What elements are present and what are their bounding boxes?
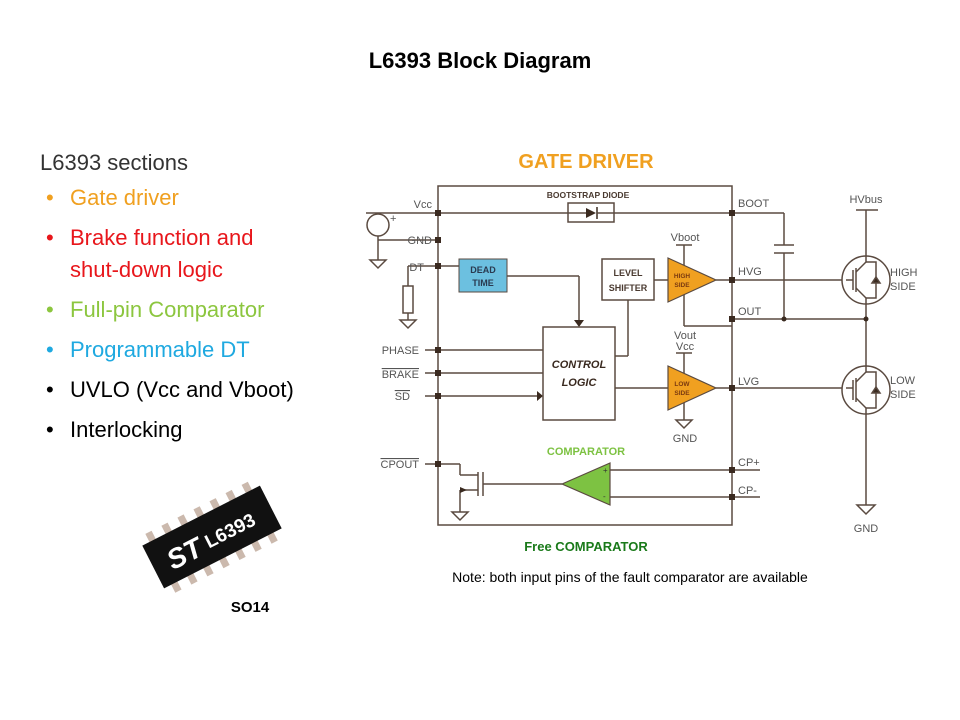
section-item: •Full-pin Comparator: [46, 297, 265, 322]
free-comparator-label: Free COMPARATOR: [524, 539, 648, 554]
high-side-igbt-icon: [841, 255, 891, 305]
section-item: •Programmable DT: [46, 337, 250, 362]
hvbus-label: HVbus: [849, 194, 883, 206]
chip-image: ST L6393: [142, 481, 282, 593]
left-wires: [366, 209, 878, 512]
high-side-driver: HIGH SIDE: [667, 257, 718, 303]
pin-lvg: LVG: [738, 376, 759, 388]
high-side-label-2: SIDE: [890, 281, 916, 293]
level-shifter-block: LEVEL SHIFTER: [601, 258, 655, 301]
ground-symbols: [368, 259, 877, 522]
slide-title: L6393 Block Diagram: [368, 48, 592, 73]
ext-gnd-label: GND: [854, 523, 879, 535]
resistor-icon: [402, 285, 414, 314]
section-item: •Gate driver: [46, 185, 179, 210]
voltage-source-icon: [366, 213, 390, 237]
sections-heading: L6393 sections: [40, 150, 188, 175]
vout-label: Vout: [674, 330, 696, 342]
control-logic-label-2: LOGIC: [562, 377, 598, 389]
pin-cpp: CP+: [738, 457, 760, 469]
svg-text:+: +: [603, 466, 608, 475]
plus-label: +: [390, 213, 396, 225]
low-side-label-2: SIDE: [890, 389, 916, 401]
high-side-driver-label: HIGH: [674, 273, 691, 280]
gate-driver-heading: GATE DRIVER: [518, 151, 654, 173]
pin-dt: DT: [409, 262, 424, 274]
pin-gnd: GND: [408, 235, 433, 247]
sections-list: L6393 sections •Gate driver •Brake funct…: [40, 150, 370, 454]
level-shifter-label: LEVEL: [613, 268, 643, 278]
pin-vcc: Vcc: [414, 199, 433, 211]
ic-outline: [437, 185, 733, 526]
bootstrap-diode: BOOTSTRAP DIODE: [547, 190, 630, 223]
comparator-block: COMPARATOR + -: [547, 446, 625, 506]
low-side-igbt-icon: [841, 365, 891, 415]
right-pin-labels: BOOT HVG OUT LVG CP+ CP- Vboot Vout Vcc …: [671, 194, 918, 535]
pin-phase: PHASE: [382, 345, 419, 357]
comparator-label: COMPARATOR: [547, 446, 625, 458]
vcc-label: Vcc: [676, 341, 695, 353]
high-side-label: HIGH: [890, 267, 918, 279]
pin-hvg: HVG: [738, 266, 762, 278]
left-pin-labels: Vcc GND DT PHASE BRAKE SD CPOUT: [381, 199, 433, 471]
high-side-driver-label-2: SIDE: [674, 282, 690, 289]
low-side-driver: LOW SIDE: [667, 365, 718, 411]
pin-boot: BOOT: [738, 198, 769, 210]
svg-text:-: -: [603, 492, 606, 501]
section-item: •UVLO (Vcc and Vboot): [46, 377, 294, 402]
junction-dots: [435, 210, 869, 500]
control-logic-label: CONTROL: [552, 359, 607, 371]
dead-time-label: DEAD: [470, 265, 496, 275]
level-shifter-label-2: SHIFTER: [609, 283, 648, 293]
section-item: •Interlocking: [46, 417, 183, 442]
pin-sd: SD: [395, 391, 410, 403]
low-side-driver-label: LOW: [674, 381, 690, 388]
pin-cpm: CP-: [738, 485, 757, 497]
pin-cpout: CPOUT: [381, 459, 420, 471]
low-side-label: LOW: [890, 375, 916, 387]
low-side-driver-label-2: SIDE: [674, 390, 690, 397]
note-text: Note: both input pins of the fault compa…: [452, 569, 808, 585]
bootstrap-label: BOOTSTRAP DIODE: [547, 190, 630, 200]
pin-brake: BRAKE: [382, 369, 419, 381]
gnd-label: GND: [673, 433, 698, 445]
pin-out: OUT: [738, 306, 762, 318]
dead-time-block: DEAD TIME: [458, 258, 508, 293]
vboot-label: Vboot: [671, 232, 700, 244]
control-logic-block: CONTROL LOGIC: [542, 326, 616, 421]
package-label: SO14: [231, 599, 270, 616]
dead-time-label-2: TIME: [472, 278, 494, 288]
